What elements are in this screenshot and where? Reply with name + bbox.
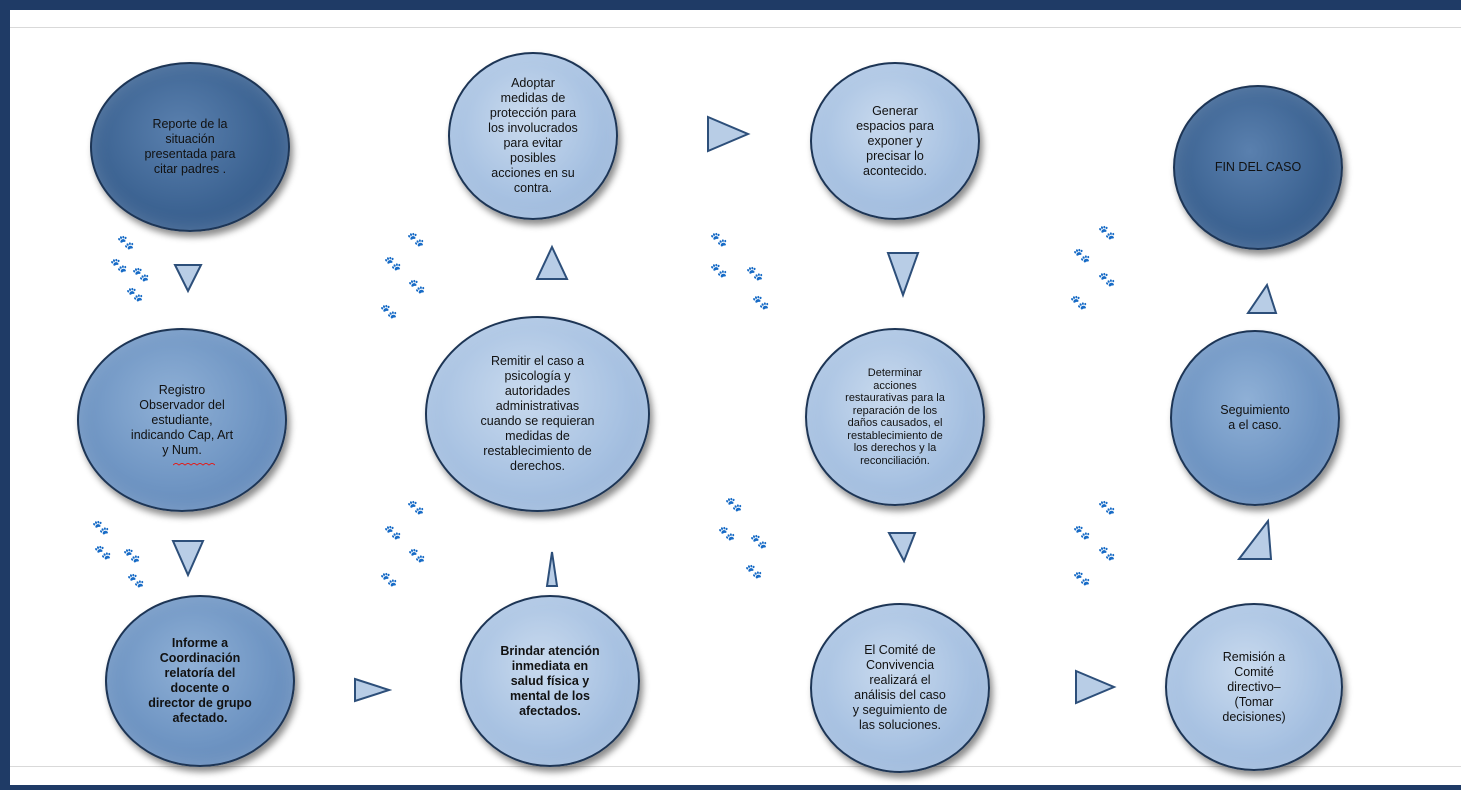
arrow-down-3-icon <box>886 252 920 298</box>
node-reporte: Reporte de la situación presentada para … <box>90 62 290 232</box>
arrow-up-4-icon <box>1246 282 1278 314</box>
arrow-right-3-icon <box>1075 669 1117 705</box>
node-informe: Informe a Coordinación relatoría del doc… <box>105 595 295 767</box>
paw-print-icon: 🐾 <box>407 499 425 515</box>
paw-print-icon: 🐾 <box>718 525 736 541</box>
node-fin-label: FIN DEL CASO <box>1214 160 1302 174</box>
paw-print-icon: 🐾 <box>408 547 426 563</box>
node-comite-convivencia: El Comité de Convivencia realizará el an… <box>810 603 990 773</box>
arrow-down-1-icon <box>173 264 203 294</box>
paw-print-icon: 🐾 <box>384 255 402 271</box>
paw-print-icon: 🐾 <box>1073 570 1091 586</box>
paw-print-icon: 🐾 <box>745 563 763 579</box>
node-brindar: Brindar atención inmediata en salud físi… <box>460 595 640 767</box>
paw-print-icon: 🐾 <box>725 496 743 512</box>
paw-print-icon: 🐾 <box>750 533 768 549</box>
node-remitir-label: Remitir el caso a psicología y autoridad… <box>480 354 595 473</box>
window-top-bar <box>0 0 1461 10</box>
paw-print-icon: 🐾 <box>132 266 150 282</box>
spellcheck-underline <box>173 463 215 466</box>
paw-print-icon: 🐾 <box>127 572 145 588</box>
node-seguimiento-label: Seguimiento a el caso. <box>1220 403 1290 432</box>
paw-print-icon: 🐾 <box>123 547 141 563</box>
arrow-down-2-icon <box>171 540 205 578</box>
paw-print-icon: 🐾 <box>94 544 112 560</box>
paw-print-icon: 🐾 <box>1098 545 1116 561</box>
arrow-down-4-icon <box>887 532 917 564</box>
paw-print-icon: 🐾 <box>1098 499 1116 515</box>
paw-print-icon: 🐾 <box>746 265 764 281</box>
node-fin: FIN DEL CASO <box>1173 85 1343 250</box>
node-remision-label: Remisión a Comité directivo– (Tomar deci… <box>1222 649 1286 724</box>
paw-print-icon: 🐾 <box>110 257 128 273</box>
bottom-divider <box>10 766 1461 767</box>
paw-print-icon: 🐾 <box>384 524 402 540</box>
node-comite-convivencia-label: El Comité de Convivencia realizará el an… <box>852 643 948 732</box>
flowchart-canvas: Reporte de la situación presentada para … <box>10 10 1461 785</box>
node-registro-label: Registro Observador del estudiante, indi… <box>130 382 234 457</box>
arrow-up-1-icon <box>545 551 559 587</box>
node-informe-label: Informe a Coordinación relatoría del doc… <box>148 636 252 725</box>
node-adoptar: Adoptar medidas de protección para los i… <box>448 52 618 220</box>
node-determinar-label: Determinar acciones restaurativas para l… <box>845 367 945 467</box>
paw-print-icon: 🐾 <box>408 278 426 294</box>
paw-print-icon: 🐾 <box>1073 524 1091 540</box>
node-registro: Registro Observador del estudiante, indi… <box>77 328 287 512</box>
arrow-right-2-icon <box>707 115 751 153</box>
node-remision: Remisión a Comité directivo– (Tomar deci… <box>1165 603 1343 771</box>
node-remitir: Remitir el caso a psicología y autoridad… <box>425 316 650 512</box>
node-generar-label: Generar espacios para exponer y precisar… <box>856 103 934 178</box>
paw-print-icon: 🐾 <box>1073 247 1091 263</box>
paw-print-icon: 🐾 <box>1098 224 1116 240</box>
node-generar: Generar espacios para exponer y precisar… <box>810 62 980 220</box>
node-adoptar-label: Adoptar medidas de protección para los i… <box>488 76 578 195</box>
arrow-up-2-icon <box>535 244 569 280</box>
paw-print-icon: 🐾 <box>126 286 144 302</box>
paw-print-icon: 🐾 <box>1098 271 1116 287</box>
node-seguimiento: Seguimiento a el caso. <box>1170 330 1340 506</box>
paw-print-icon: 🐾 <box>1070 294 1088 310</box>
arrow-right-1-icon <box>354 677 392 703</box>
node-brindar-label: Brindar atención inmediata en salud físi… <box>500 643 600 718</box>
node-reporte-label: Reporte de la situación presentada para … <box>144 117 236 176</box>
paw-print-icon: 🐾 <box>92 519 110 535</box>
paw-print-icon: 🐾 <box>710 231 728 247</box>
paw-print-icon: 🐾 <box>752 294 770 310</box>
paw-print-icon: 🐾 <box>710 262 728 278</box>
arrow-up-3-icon <box>1236 518 1273 560</box>
node-determinar: Determinar acciones restaurativas para l… <box>805 328 985 506</box>
paw-print-icon: 🐾 <box>380 571 398 587</box>
top-divider <box>10 27 1461 28</box>
paw-print-icon: 🐾 <box>407 231 425 247</box>
paw-print-icon: 🐾 <box>117 234 135 250</box>
paw-print-icon: 🐾 <box>380 303 398 319</box>
